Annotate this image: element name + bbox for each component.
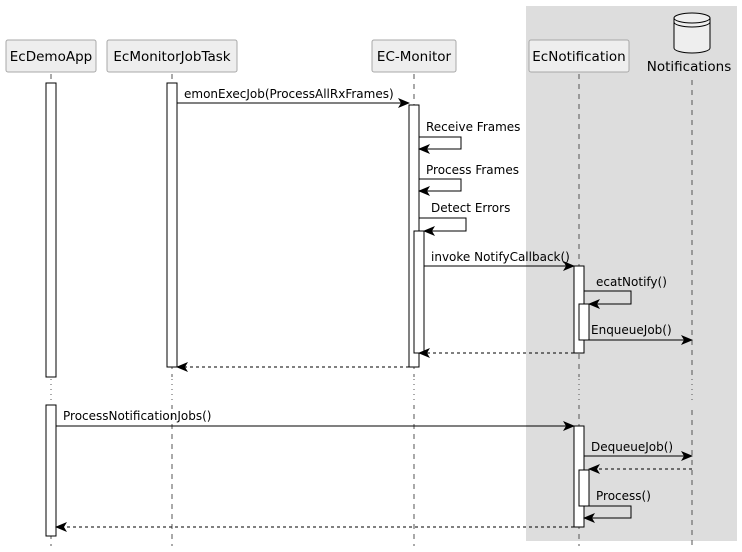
message-arrow-ecatnotify — [584, 290, 632, 309]
participant-label: EcDemoApp — [10, 49, 92, 65]
activation-ecdemoapp-1 — [45, 82, 57, 378]
message-arrow-receive-frames — [418, 136, 462, 154]
message-label-receive-frames: Receive Frames — [426, 120, 520, 134]
sequence-break-gap-group — [570, 377, 702, 405]
message-label-detect-errors: Detect Errors — [431, 201, 510, 215]
sequence-break-dots — [50, 379, 693, 404]
message-label-ecatnotify: ecatNotify() — [596, 275, 667, 289]
activation-ec-monitor-nested — [413, 230, 425, 354]
message-labels: emonExecJob(ProcessAllRxFrames) Receive … — [63, 87, 673, 503]
participant-group-box — [526, 6, 737, 541]
participant-label: EcMonitorJobTask — [113, 49, 230, 65]
message-label-processnotificationjobs: ProcessNotificationJobs() — [63, 409, 212, 423]
participant-label: EC-Monitor — [377, 49, 452, 65]
participant-ec-monitor: EC-Monitor — [371, 39, 457, 73]
participant-ecdemoapp: EcDemoApp — [5, 39, 97, 73]
message-label-process-frames: Process Frames — [426, 163, 519, 177]
message-label-enqueuejob: EnqueueJob() — [591, 323, 672, 337]
sequence-break-gap-right — [398, 377, 430, 405]
participant-box — [371, 39, 457, 73]
activations — [45, 82, 590, 537]
activation-ecdemoapp-2 — [45, 404, 57, 537]
messages — [55, 98, 693, 532]
database-icon — [673, 12, 711, 54]
participant-box — [106, 39, 238, 73]
participant-notifications: Notifications — [647, 12, 732, 75]
participant-ecmonitorjobtask: EcMonitorJobTask — [106, 39, 238, 73]
sequence-break-gap — [30, 377, 210, 405]
message-arrow-detect-errors — [419, 217, 467, 236]
message-label-invoke-notifycallback: invoke NotifyCallback() — [431, 250, 570, 264]
participant-label: EcNotification — [532, 49, 625, 65]
participant-box — [5, 39, 97, 73]
participant-label: Notifications — [647, 59, 732, 75]
activation-ecnotification-2-nested — [578, 469, 590, 507]
message-arrow-process — [583, 505, 632, 523]
activation-ecnotification-1-nested — [578, 303, 590, 341]
message-label-dequeuejob: DequeueJob() — [591, 440, 673, 454]
participant-box — [528, 39, 630, 73]
message-label-process: Process() — [596, 489, 651, 503]
message-label-emonexecjob: emonExecJob(ProcessAllRxFrames) — [184, 87, 394, 101]
message-arrow-process-frames — [418, 178, 462, 196]
activation-ecmonitorjobtask — [166, 82, 178, 368]
participant-ecnotification: EcNotification — [528, 39, 630, 73]
